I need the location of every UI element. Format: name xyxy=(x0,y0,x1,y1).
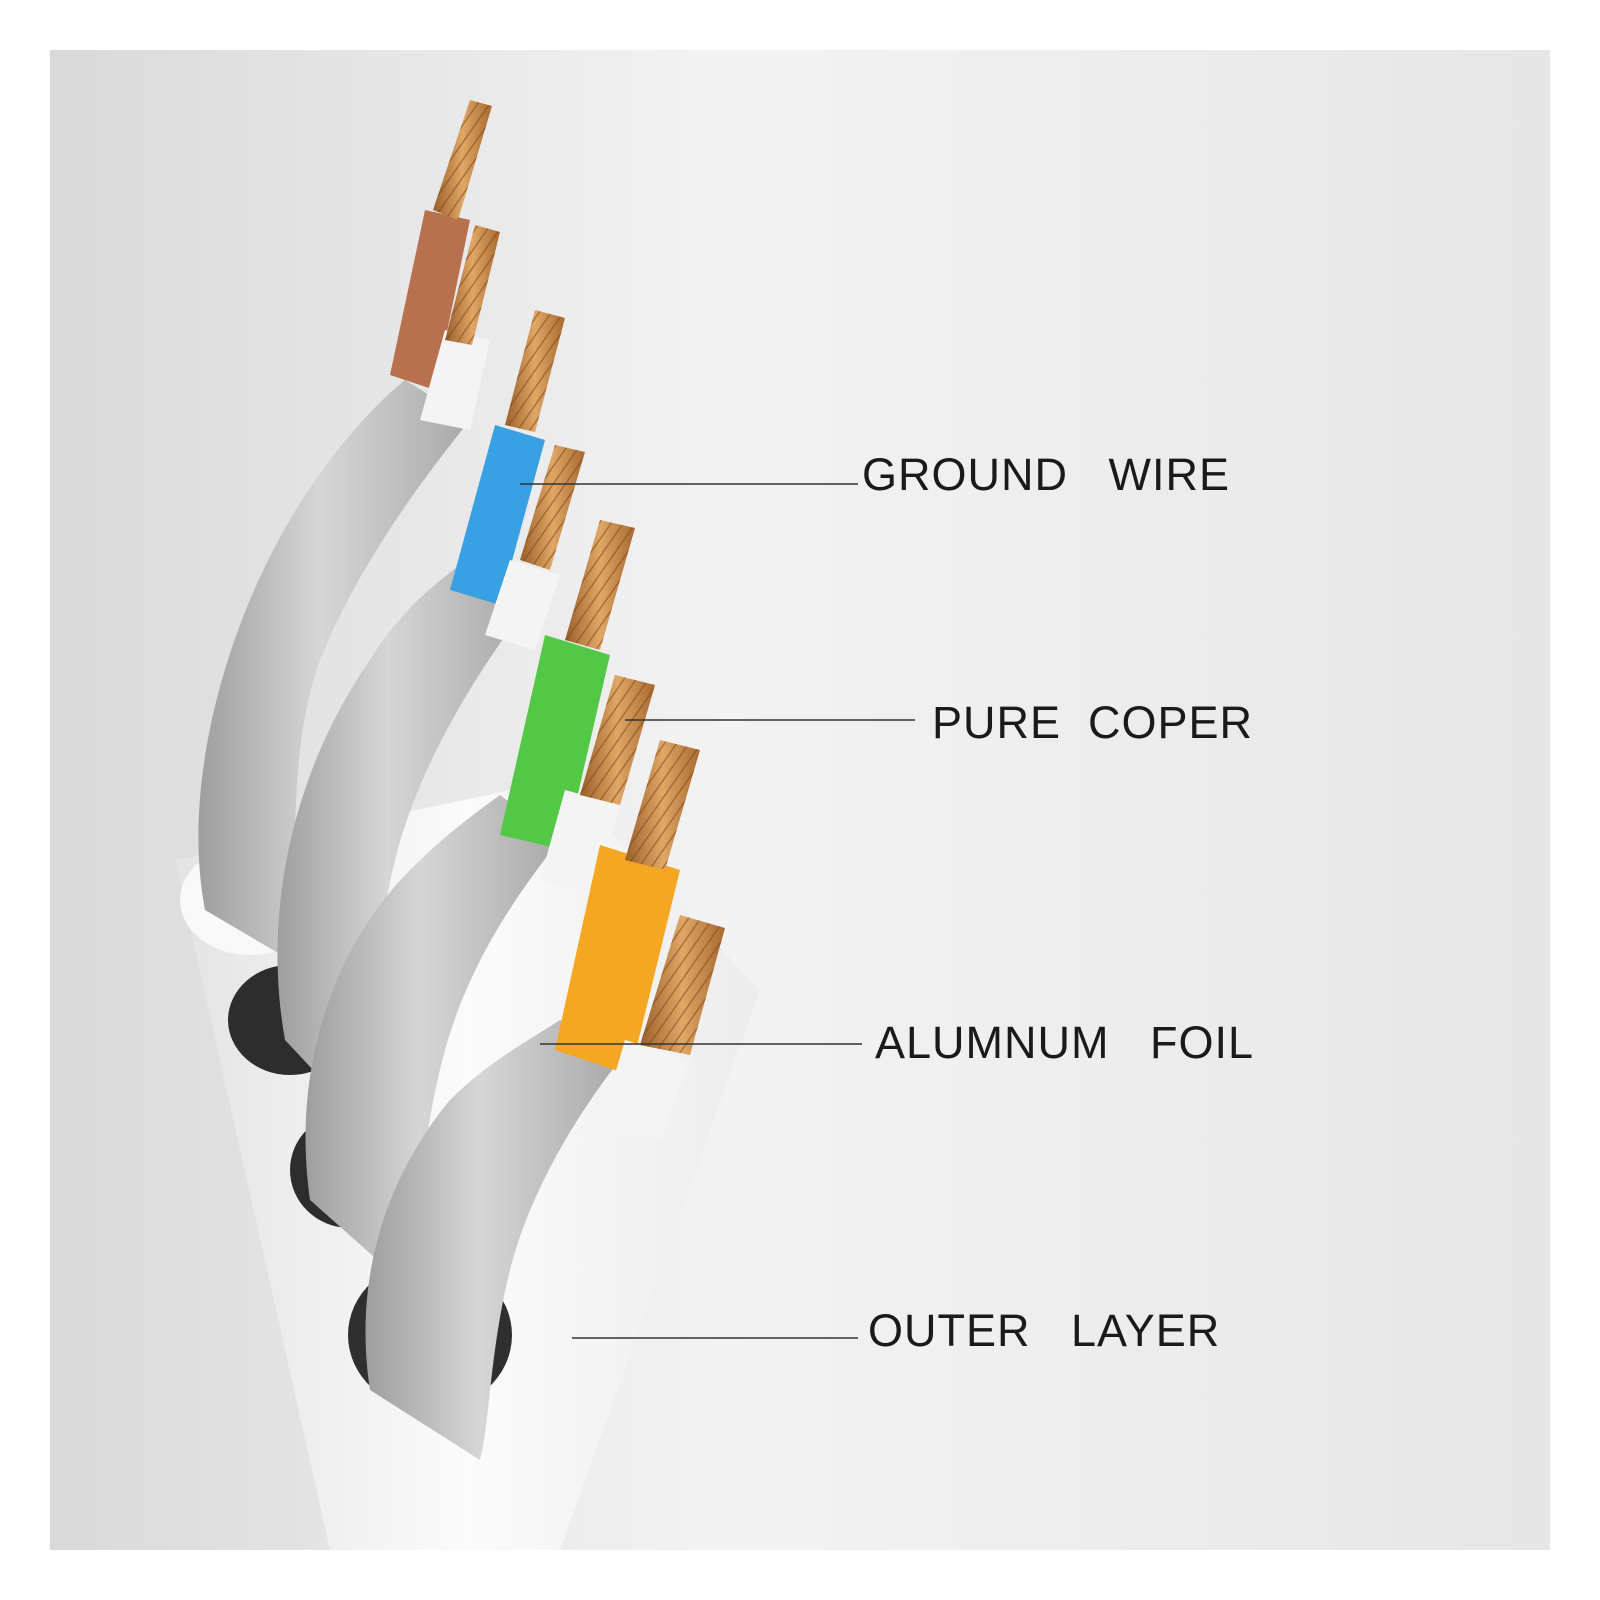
foil-pairs xyxy=(198,380,620,1460)
label-pure-copper: PURE COPER xyxy=(932,697,1253,748)
label-ground-wire: GROUND WIRE xyxy=(862,449,1230,500)
copper-strand-texture xyxy=(433,100,725,1055)
label-outer-layer: OUTER LAYER xyxy=(868,1305,1220,1356)
label-aluminum-foil: ALUMNUM FOIL xyxy=(875,1017,1254,1068)
